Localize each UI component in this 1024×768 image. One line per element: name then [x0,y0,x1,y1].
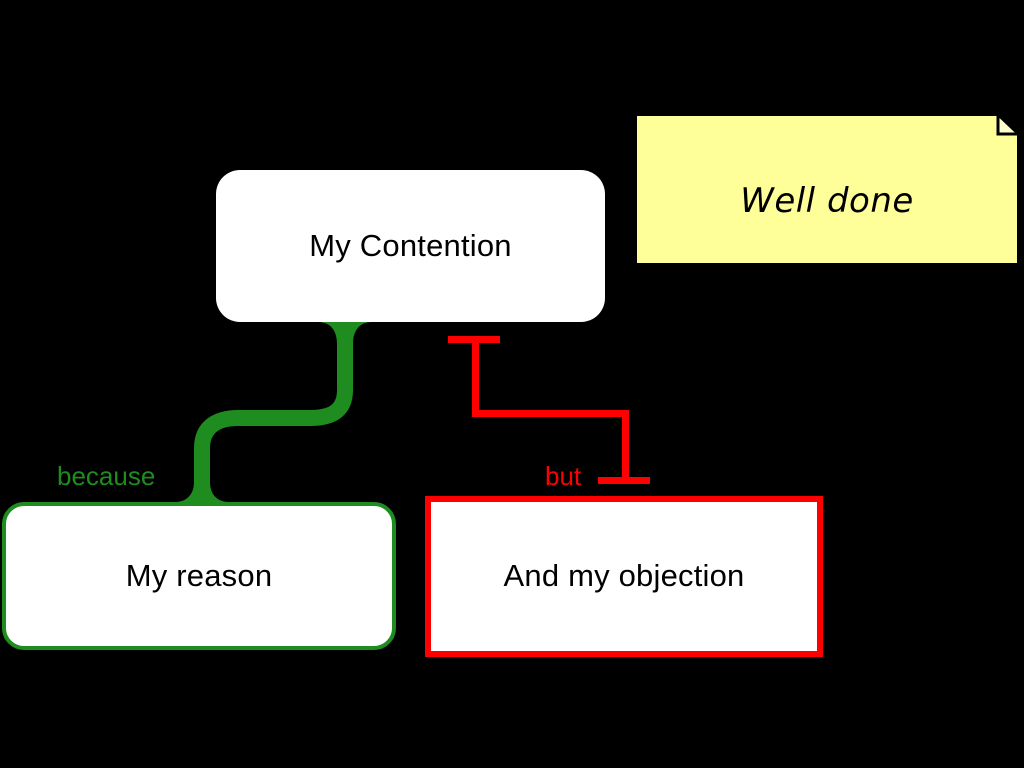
edge-label-but[interactable]: but [545,461,582,491]
objection-connector-path [472,340,629,481]
node-reason[interactable]: My reason [2,502,396,650]
node-contention-label: My Contention [309,227,512,263]
support-connector-path [194,346,353,492]
sticky-note-text: Well done [740,181,914,221]
node-contention[interactable]: My Contention [216,170,605,322]
support-connector-top-flare [318,322,372,352]
sticky-note-shape [634,113,1020,266]
support-connector-bottom-flare [175,474,229,502]
sticky-note-body [634,113,1020,266]
support-connector[interactable] [175,322,372,502]
objection-connector-top-bar [448,336,500,343]
sticky-note[interactable]: Well done [634,113,1020,266]
sticky-note-fold-icon [996,113,1020,136]
node-objection-label: And my objection [503,558,745,594]
node-reason-label: My reason [125,557,273,593]
edge-label-because[interactable]: because [57,461,156,491]
objection-connector-bottom-bar [598,477,650,484]
node-objection[interactable]: And my objection [425,496,823,657]
